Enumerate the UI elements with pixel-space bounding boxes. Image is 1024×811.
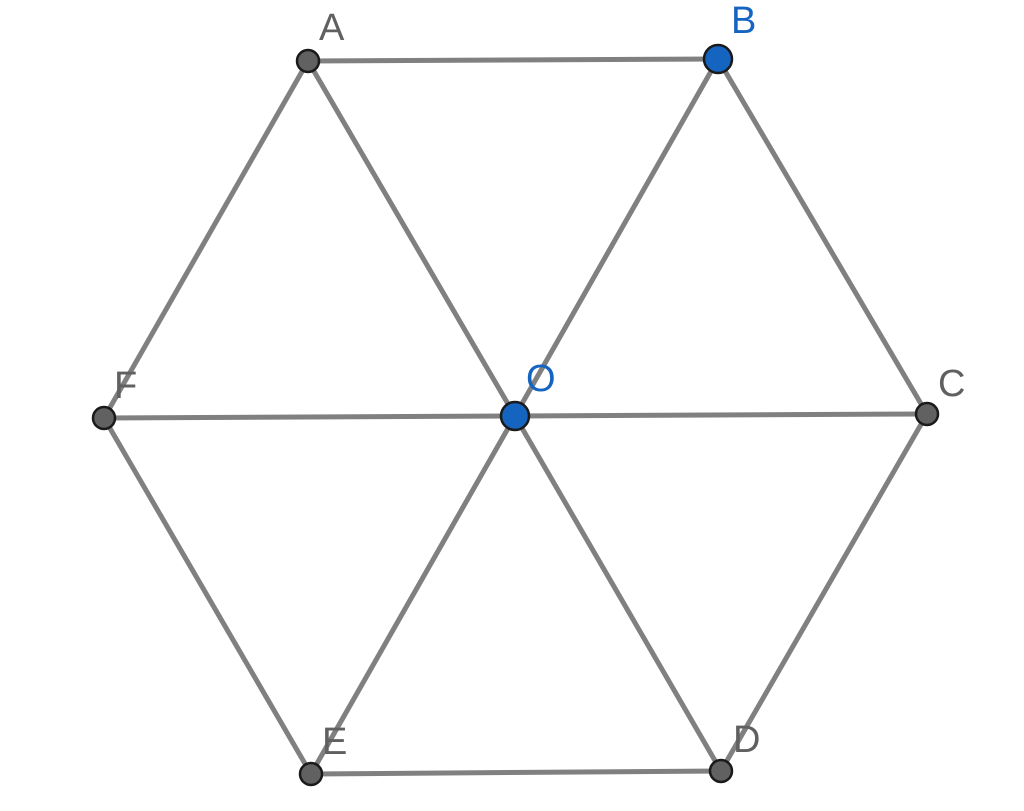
segments [101, 56, 930, 777]
label-a: A [319, 7, 345, 49]
label-o: O [526, 358, 556, 400]
label-c: C [938, 363, 965, 405]
point-e[interactable] [298, 761, 324, 787]
point-b[interactable] [702, 43, 734, 75]
point-o[interactable] [499, 400, 531, 432]
label-e: E [322, 721, 347, 763]
segment-od[interactable] [512, 413, 724, 774]
segment-ob[interactable] [512, 56, 721, 419]
segment-oc[interactable] [512, 411, 930, 419]
segment-of[interactable] [101, 413, 518, 421]
points [91, 43, 940, 787]
point-d[interactable] [708, 758, 734, 784]
point-f[interactable] [91, 405, 117, 431]
segment-ef[interactable] [101, 415, 314, 777]
segment-oa[interactable] [305, 58, 518, 419]
segment-de[interactable] [308, 768, 724, 777]
label-d: D [733, 719, 760, 761]
segment-cd[interactable] [718, 411, 930, 774]
segment-oe[interactable] [308, 413, 518, 777]
point-c[interactable] [914, 401, 940, 427]
point-a[interactable] [295, 48, 321, 74]
segment-bc[interactable] [715, 56, 930, 417]
point-labels: A B C D E F O [114, 0, 965, 763]
label-f: F [114, 365, 137, 407]
segment-ab[interactable] [305, 56, 721, 64]
label-b: B [731, 0, 756, 42]
segment-fa[interactable] [101, 58, 311, 421]
